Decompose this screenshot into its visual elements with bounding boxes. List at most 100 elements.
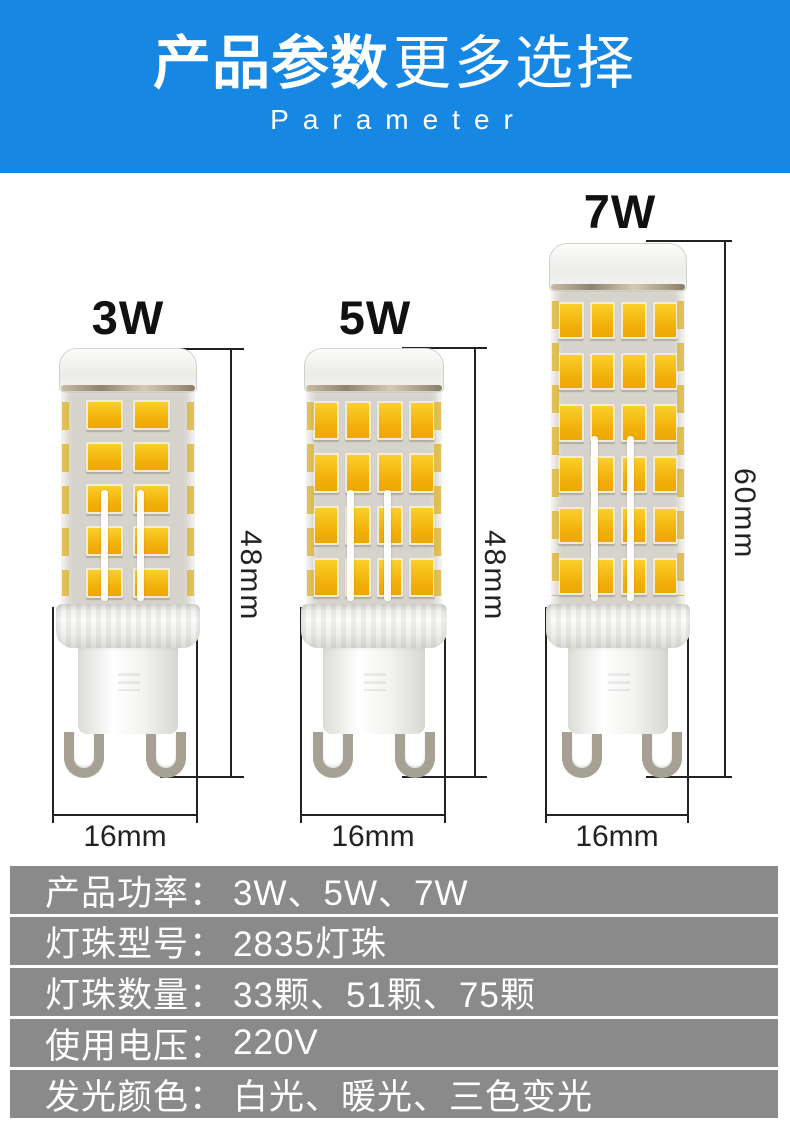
dimension-extension [545, 607, 547, 823]
power-label-5w: 5W [338, 291, 412, 344]
bulb-metal-ring [61, 385, 195, 391]
power-label-7w: 7W [583, 185, 657, 238]
led-chip [652, 302, 678, 340]
spec-value: 2835灯珠 [233, 924, 387, 964]
bulb-base-stem [568, 642, 668, 734]
led-chip [589, 302, 615, 340]
dimension-tick [646, 240, 732, 242]
spec-value: 220V [233, 1023, 319, 1062]
bulb-base-collar [546, 604, 690, 648]
power-label-3w: 3W [91, 291, 165, 344]
spec-value: 白光、暖光、三色变光 [233, 1077, 594, 1117]
dimension-line-height-7w [724, 240, 726, 778]
banner-title-sub: 更多选择 [393, 31, 638, 96]
led-chip [86, 400, 123, 430]
led-chip [313, 505, 339, 545]
bulb-rib [627, 435, 635, 601]
spec-colon: ： [189, 924, 226, 964]
led-chip [377, 401, 403, 441]
bulb-pin [562, 732, 602, 778]
dimension-line-width-7w [545, 814, 689, 816]
led-chip [558, 302, 584, 340]
led-chip [558, 506, 584, 544]
led-chip [409, 401, 435, 441]
led-chip [133, 400, 170, 430]
spec-label: 灯珠数量 [45, 975, 190, 1015]
banner: 产品参数更多选择 Parameter [0, 0, 790, 173]
spec-colon: ： [189, 1026, 226, 1066]
bulb-pin [64, 732, 104, 778]
bulb-image-3w [56, 348, 200, 778]
led-chip [652, 353, 678, 391]
bulb-metal-ring [551, 284, 685, 290]
dimension-tick [646, 776, 732, 778]
bulb-pin [146, 732, 186, 778]
bulb-led-array [306, 392, 442, 606]
bulb-base-collar [301, 604, 447, 648]
led-chip [377, 453, 403, 493]
led-chip [133, 442, 170, 472]
led-chip [345, 453, 371, 493]
bulb-image-5w [301, 348, 447, 778]
bulb-led-array [61, 392, 195, 606]
bulb-pin [395, 732, 435, 778]
led-chip [558, 455, 584, 493]
dimension-extension [52, 607, 54, 823]
led-chip [621, 353, 647, 391]
spec-value: 33颗、51颗、75颗 [233, 975, 536, 1015]
dimension-line-height-5w [474, 347, 476, 778]
bulb-rib [101, 490, 109, 601]
led-chip [313, 557, 339, 597]
led-chip [86, 442, 123, 472]
led-chip [558, 353, 584, 391]
bulb-rib [591, 435, 599, 601]
led-chip [558, 404, 584, 442]
height-label-7w: 60mm [728, 468, 761, 560]
led-chip [621, 404, 647, 442]
spec-row-led-count: 灯珠数量：33颗、51颗、75颗 [10, 968, 778, 1016]
bulb-rib [383, 490, 391, 601]
spec-row-light-color: 发光颜色：白光、暖光、三色变光 [10, 1070, 778, 1118]
bulb-cap [549, 243, 687, 291]
bulb-rib [346, 490, 354, 601]
led-chip [652, 557, 678, 595]
led-chip [409, 557, 435, 597]
dimension-line-width-5w [300, 814, 446, 816]
dimension-tick [402, 347, 487, 349]
spec-label: 灯珠型号 [45, 924, 190, 964]
led-chip [409, 505, 435, 545]
spec-label: 使用电压 [45, 1026, 190, 1066]
led-chip [313, 453, 339, 493]
bulb-rib [137, 490, 145, 601]
width-label-7w: 16mm [575, 820, 659, 853]
spec-label: 产品功率 [45, 873, 190, 913]
banner-title-main: 产品参数 [152, 31, 389, 96]
led-chip [652, 455, 678, 493]
bulb-base-collar [56, 604, 200, 648]
led-chip [313, 401, 339, 441]
bulb-metal-ring [306, 385, 442, 391]
bulb-led-array [551, 291, 685, 606]
bulb-cap [59, 348, 197, 392]
dimension-tick [160, 776, 244, 778]
spec-value: 3W、5W、7W [233, 873, 469, 913]
dimension-extension [300, 607, 302, 823]
spec-colon: ： [189, 873, 226, 913]
spec-colon: ： [189, 1077, 226, 1117]
spec-row-voltage: 使用电压：220V [10, 1019, 778, 1067]
bulb-pin [642, 732, 682, 778]
dimension-tick [160, 348, 244, 350]
banner-subtitle-en: Parameter [270, 104, 527, 135]
height-label-3w: 48mm [234, 530, 267, 622]
led-chip [409, 453, 435, 493]
led-chip [345, 401, 371, 441]
led-chip [652, 404, 678, 442]
dimension-line-width-3w [52, 814, 198, 816]
spec-row-led-model: 灯珠型号：2835灯珠 [10, 917, 778, 965]
led-chip [589, 404, 615, 442]
bulb-pin [313, 732, 353, 778]
height-label-5w: 48mm [478, 530, 511, 622]
led-chip [652, 506, 678, 544]
